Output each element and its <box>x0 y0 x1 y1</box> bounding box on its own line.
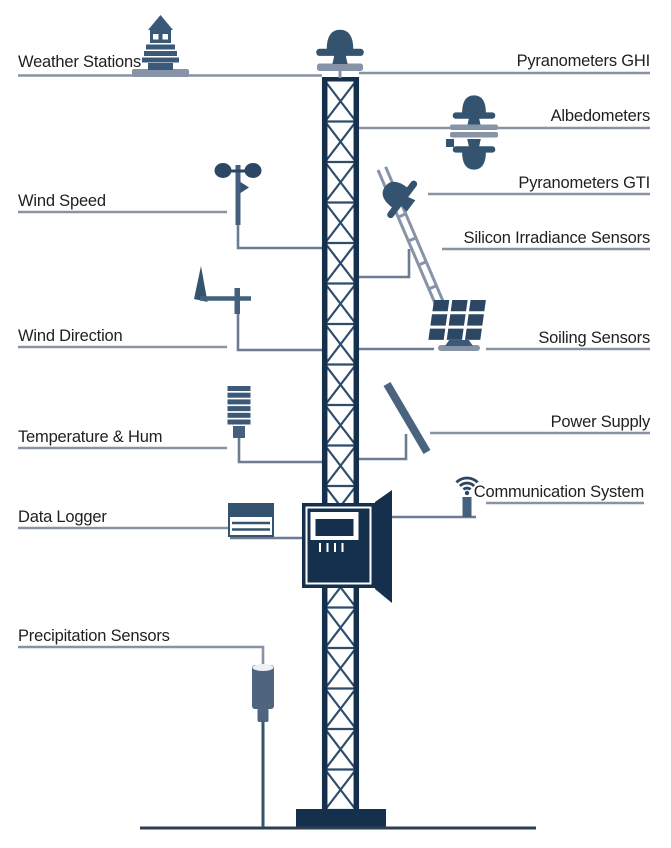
data-logger-icon <box>228 503 274 537</box>
tower-base-block <box>296 809 386 828</box>
label-power-supply: Power Supply <box>551 413 651 431</box>
soiling-sensor-icon <box>428 300 486 351</box>
power-supply-icon <box>383 381 431 455</box>
pyranometer-ghi-icon <box>316 29 364 78</box>
wind-speed-connector <box>236 224 322 250</box>
enclosure-cabinet-icon <box>302 490 392 603</box>
radiation-shield-icon <box>227 386 251 438</box>
temperature-connector <box>237 437 322 464</box>
albedometer-icon <box>446 95 498 170</box>
silicon-irradiance-connector <box>359 249 411 279</box>
label-silicon-irradiance: Silicon Irradiance Sensors <box>464 229 650 247</box>
label-wind-direction: Wind Direction <box>18 327 123 345</box>
rain-gauge-icon <box>252 664 274 827</box>
label-precipitation-sensors: Precipitation Sensors <box>18 627 170 645</box>
wind-direction-connector <box>236 312 322 352</box>
label-weather-stations: Weather Stations <box>18 53 141 71</box>
label-pyranometers-ghi: Pyranometers GHI <box>517 52 650 70</box>
label-pyranometers-gti: Pyranometers GTI <box>518 174 650 192</box>
power-supply-connector <box>359 434 408 461</box>
label-temperature-hum: Temperature & Hum <box>18 428 162 446</box>
label-data-logger: Data Logger <box>18 508 107 526</box>
weather-station-icon <box>132 15 189 77</box>
precipitation-connector <box>18 645 265 666</box>
tower-icon <box>321 77 360 812</box>
wifi-antenna-icon <box>455 476 479 517</box>
anemometer-icon <box>214 163 262 225</box>
labels: Weather Stations Wind Speed Wind Directi… <box>18 52 651 645</box>
pyranometer-gti-icon <box>371 166 449 316</box>
label-soiling-sensors: Soiling Sensors <box>538 329 650 347</box>
wind-vane-icon <box>194 266 251 314</box>
connector-lines <box>18 71 650 666</box>
icon-connectors <box>230 224 476 540</box>
label-wind-speed: Wind Speed <box>18 192 106 210</box>
label-albedometers: Albedometers <box>551 107 650 125</box>
label-communication-system: Communication System <box>474 483 644 501</box>
